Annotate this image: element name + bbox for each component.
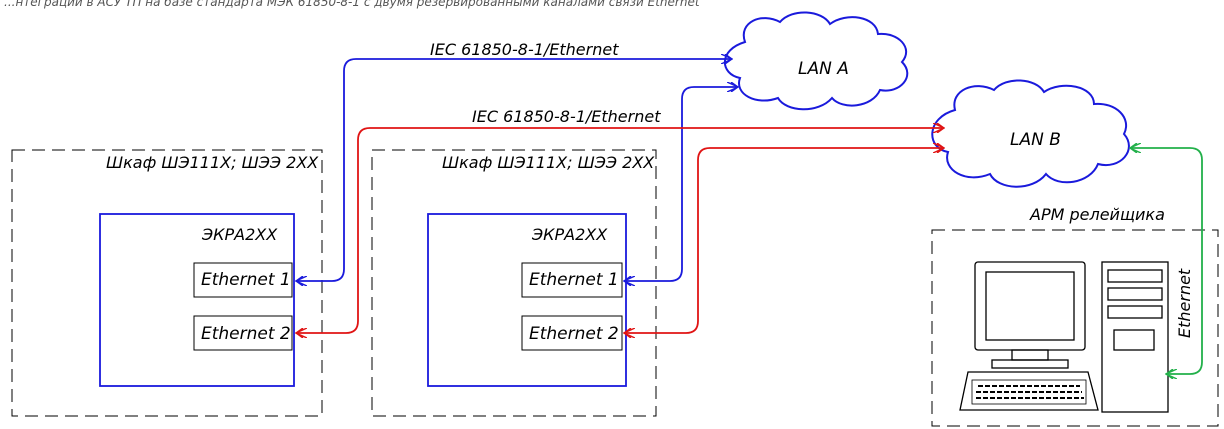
cabinet-1-port-2-label: Ethernet 2	[201, 324, 291, 344]
lan-a-cloud	[723, 11, 909, 111]
cabinet-1-lan-b-link	[296, 128, 944, 333]
lan-b-cloud	[931, 79, 1130, 188]
link-a-label: IEC 61850-8-1/Ethernet	[430, 40, 619, 59]
cabinet-1-device	[99, 213, 295, 387]
cabinet-1-port-1-label: Ethernet 1	[201, 270, 291, 290]
workstation-link-label: Ethernet	[1175, 268, 1194, 338]
cabinet-1-port-1	[193, 262, 293, 298]
cabinet-2-port-2-label: Ethernet 2	[529, 324, 619, 344]
cabinet-2-lan-b-link	[624, 148, 944, 333]
cabinet-1-port-2	[193, 315, 293, 351]
cabinet-1-device-name: ЭКРА2ХХ	[201, 225, 278, 244]
cabinet-2-title: Шкаф ШЭ111Х; ШЭЭ 2ХХ	[442, 153, 655, 172]
lan-b-label: LAN B	[1010, 130, 1061, 150]
lan-a-label: LAN A	[798, 59, 849, 79]
cabinet-1-title: Шкаф ШЭ111Х; ШЭЭ 2ХХ	[106, 153, 319, 172]
workstation-title: АРМ релейщика	[1029, 205, 1165, 224]
cabinet-2-device-name: ЭКРА2ХХ	[531, 225, 608, 244]
link-b-label: IEC 61850-8-1/Ethernet	[472, 107, 661, 126]
diagram-caption: ...нтеграции в АСУ ТП на базе стандарта …	[4, 0, 701, 9]
cabinet-2-port-1-label: Ethernet 1	[529, 270, 619, 290]
computer-icon	[959, 261, 1169, 413]
workstation-lan-b-link	[1130, 148, 1203, 374]
